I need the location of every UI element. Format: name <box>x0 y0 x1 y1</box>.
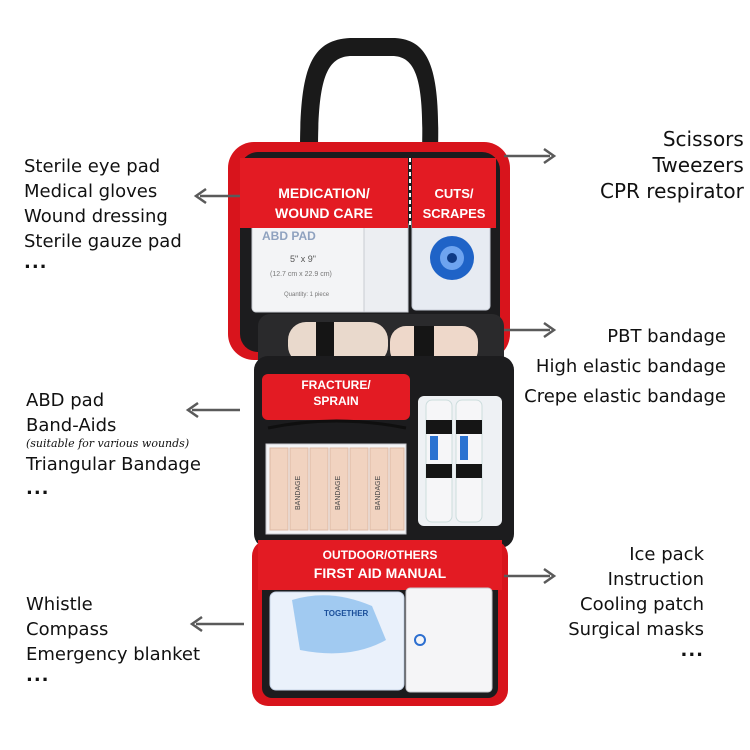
medication-contents-list: Sterile eye pad Medical gloves Wound dre… <box>24 154 182 272</box>
list-item: Compass <box>26 619 109 640</box>
list-item: Whistle <box>26 594 93 615</box>
list-item: Wound dressing <box>24 206 168 227</box>
list-item: Sterile eye pad <box>24 156 161 177</box>
abd-pad-metric: (12.7 cm x 22.9 cm) <box>270 271 332 278</box>
bandage-print: BANDAGE <box>335 475 342 510</box>
list-item: Medical gloves <box>24 181 158 202</box>
tab-cuts-line1: CUTS/ <box>435 186 474 201</box>
list-item: Surgical masks <box>568 619 704 640</box>
list-ellipsis: ... <box>26 665 50 686</box>
elastic-bandage-rolls <box>418 396 502 526</box>
list-item: Instruction <box>607 569 704 590</box>
bandage-print: BANDAGE <box>375 475 382 510</box>
cuts-scrapes-tab <box>412 158 496 228</box>
arrow-right-icon <box>504 567 557 585</box>
emergency-blanket-package <box>405 587 493 693</box>
arrow-left-icon <box>193 187 240 205</box>
list-item: Band-Aids <box>26 415 117 436</box>
tab-cuts-line2: SCRAPES <box>423 206 486 221</box>
list-ellipsis: ... <box>24 252 48 273</box>
outdoor-others-tab <box>258 540 502 590</box>
list-item: PBT bandage <box>607 326 726 347</box>
tab-fracture-line2: SPRAIN <box>313 394 358 408</box>
arrow-right-icon <box>504 321 557 339</box>
band-aid-strips <box>265 443 407 535</box>
abd-pad-quantity: Quantity: 1 piece <box>284 292 330 298</box>
list-item: High elastic bandage <box>535 356 726 377</box>
tab-fracture-line1: FRACTURE/ <box>301 378 371 392</box>
ice-pack-print: TOGETHER <box>324 609 369 618</box>
arrow-right-icon <box>504 147 557 165</box>
bandage-contents-list: PBT bandage High elastic bandage Crepe e… <box>510 322 726 412</box>
outdoor-contents-list: Ice pack Instruction Cooling patch Surgi… <box>560 542 704 660</box>
arrow-left-icon <box>189 615 244 633</box>
list-ellipsis: ... <box>26 478 50 499</box>
list-item: Ice pack <box>629 544 704 565</box>
tab-medication-line2: WOUND CARE <box>275 205 373 221</box>
list-item: Scissors <box>662 127 744 151</box>
list-item: ABD pad <box>26 390 105 411</box>
abd-pad-size: 5" x 9" <box>290 254 316 264</box>
cuts-contents-list: Scissors Tweezers CPR respirator <box>600 126 744 204</box>
list-ellipsis: ... <box>680 640 704 661</box>
fracture-contents-list: ABD pad Band-Aids (suitable for various … <box>26 388 201 498</box>
abd-pad-title: ABD PAD <box>262 229 316 243</box>
list-item: Tweezers <box>652 153 744 177</box>
tab-outdoor-line1: OUTDOOR/OTHERS <box>323 548 438 562</box>
bandage-print: BANDAGE <box>295 475 302 510</box>
list-item-note: (suitable for various wounds) <box>26 437 190 450</box>
arrow-left-icon <box>185 401 240 419</box>
list-item: Emergency blanket <box>26 644 201 665</box>
list-item: Cooling patch <box>580 594 704 615</box>
list-item: Crepe elastic bandage <box>524 386 726 407</box>
fracture-sprain-tab <box>262 374 410 420</box>
list-item: Sterile gauze pad <box>24 231 182 252</box>
misc-contents-list: Whistle Compass Emergency blanket ... <box>26 592 200 685</box>
tab-medication-line1: MEDICATION/ <box>278 185 370 201</box>
list-item: Triangular Bandage <box>26 454 201 475</box>
tab-outdoor-line2: FIRST AID MANUAL <box>314 565 447 581</box>
bandage-roll <box>288 322 388 364</box>
bag-handle <box>300 38 439 150</box>
medication-wound-care-tab <box>240 158 408 228</box>
list-item: CPR respirator <box>600 179 744 203</box>
